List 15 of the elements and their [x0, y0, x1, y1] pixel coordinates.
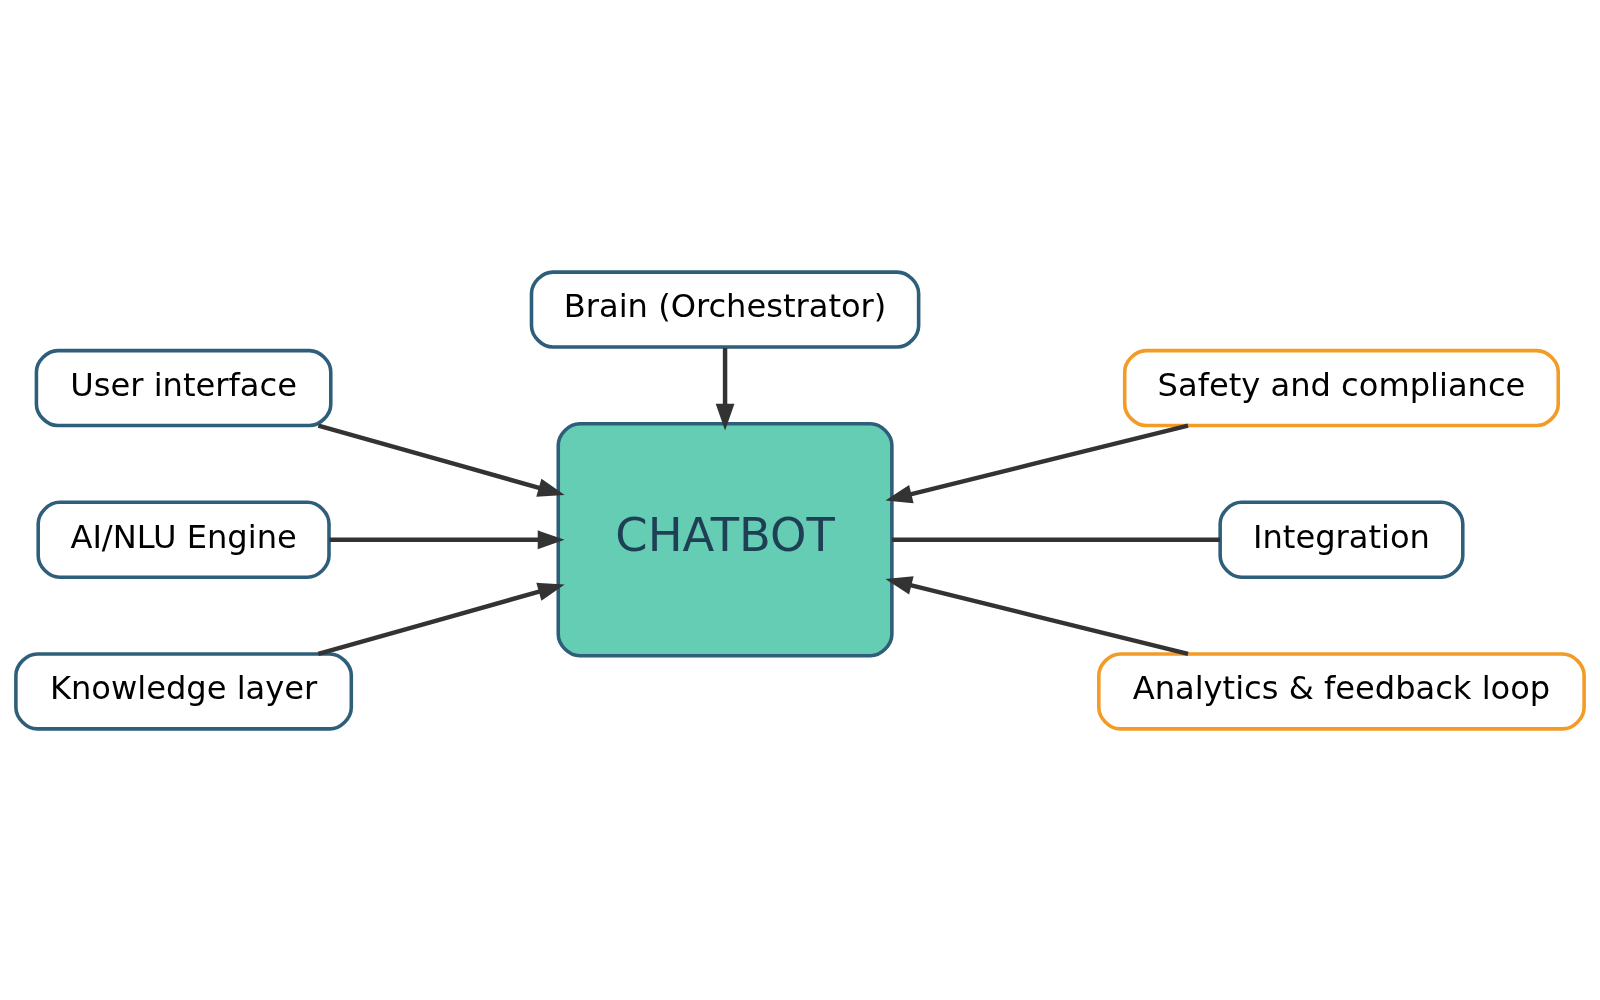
node-box: Safety and compliance — [1122, 348, 1561, 427]
arrow — [715, 347, 735, 431]
node-box: Brain (Orchestrator) — [529, 269, 921, 349]
arrow — [885, 575, 1189, 656]
node-box: CHATBOT — [556, 421, 894, 657]
node-box: AI/NLU Engine — [36, 500, 331, 579]
node-box: Integration — [1218, 500, 1465, 579]
arrow — [317, 422, 565, 497]
arrow — [885, 422, 1189, 503]
arrow — [329, 529, 565, 549]
arrow — [317, 582, 565, 656]
connector — [891, 537, 1221, 542]
node-box: Knowledge layer — [14, 651, 354, 731]
node-box: User interface — [34, 348, 333, 427]
node-box: Analytics & feedback loop — [1097, 651, 1586, 731]
